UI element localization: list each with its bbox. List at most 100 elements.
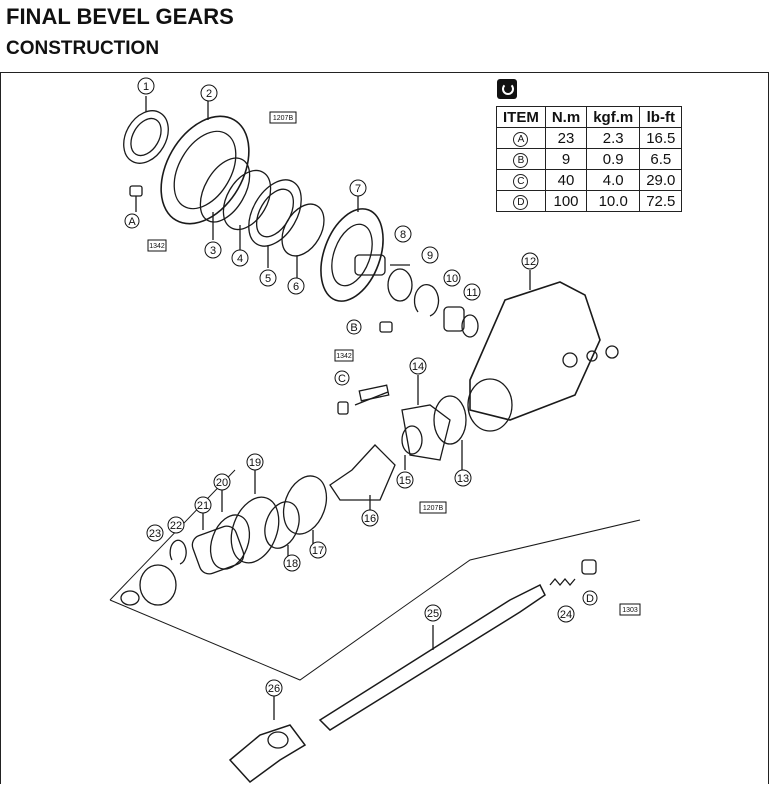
table-row: C 40 4.0 29.0 (496, 169, 683, 191)
svg-text:22: 22 (170, 520, 182, 532)
part-12-gear-case (469, 281, 601, 421)
svg-text:12: 12 (524, 256, 536, 268)
value-kgfm: 10.0 (586, 190, 641, 212)
svg-text:1: 1 (143, 81, 149, 93)
svg-text:C: C (338, 373, 346, 385)
value-nm: 40 (544, 169, 588, 191)
item-letter: A (513, 132, 529, 147)
callout-26: 26 (265, 679, 283, 697)
svg-text:19: 19 (249, 457, 261, 469)
value-lbft: 29.0 (639, 169, 683, 191)
part-18-spacer (264, 501, 300, 549)
part-5-bearing (248, 179, 302, 247)
svg-text:7: 7 (355, 183, 361, 195)
letter-a: A (124, 213, 140, 229)
svg-text:26: 26 (268, 683, 280, 695)
svg-text:1207B: 1207B (423, 505, 444, 512)
header-item: ITEM (496, 106, 546, 128)
plug-d (581, 559, 597, 575)
callout-6: 6 (287, 277, 305, 295)
callout-21: 21 (194, 496, 212, 514)
part-2-retainer (160, 115, 250, 225)
value-lbft: 6.5 (639, 148, 683, 170)
callout-14: 14 (409, 357, 427, 375)
part-19-bearing (230, 496, 280, 564)
tag-1207b-mid: 1207B (419, 501, 447, 514)
washer (120, 590, 140, 606)
part-13-shim (433, 395, 467, 445)
callout-15: 15 (396, 471, 414, 489)
svg-text:3: 3 (210, 245, 216, 257)
svg-text:10: 10 (446, 273, 458, 285)
torque-header-row: ITEM N.m kgf.m lb-ft (496, 106, 683, 128)
svg-text:20: 20 (216, 477, 228, 489)
page-subtitle: CONSTRUCTION (6, 38, 160, 59)
callout-4: 4 (231, 249, 249, 267)
value-nm: 100 (544, 190, 588, 212)
svg-text:6: 6 (293, 281, 299, 293)
value-kgfm: 4.0 (586, 169, 641, 191)
diagram-frame (0, 72, 769, 784)
svg-text:1342: 1342 (149, 243, 165, 250)
svg-text:D: D (586, 593, 594, 605)
part-11-seal (461, 314, 479, 338)
part-10-bearing (443, 306, 465, 332)
part-4-ring (222, 169, 272, 231)
callout-9: 9 (421, 246, 439, 264)
callout-16: 16 (361, 509, 379, 527)
svg-text:23: 23 (149, 528, 161, 540)
header-nm: N.m (544, 106, 588, 128)
table-row: A 23 2.3 16.5 (496, 127, 683, 149)
svg-text:A: A (128, 216, 136, 228)
part-17-bearing (282, 475, 328, 535)
svg-text:1303: 1303 (622, 607, 638, 614)
part-15-bearing (401, 425, 423, 455)
callout-17: 17 (309, 541, 327, 559)
item-letter: D (513, 195, 529, 210)
value-kgfm: 2.3 (586, 127, 641, 149)
svg-text:24: 24 (560, 609, 572, 621)
part-6-shim (281, 203, 325, 257)
item-letter: C (513, 174, 529, 189)
callout-18: 18 (283, 554, 301, 572)
callout-8: 8 (394, 225, 412, 243)
svg-text:1207B: 1207B (273, 115, 294, 122)
callout-2: 2 (200, 84, 218, 102)
part-24-spring (549, 577, 576, 587)
letter-d: D (582, 590, 598, 606)
wrench-icon (497, 79, 517, 99)
stud-c (337, 401, 349, 415)
part-7-ring-gear (320, 208, 384, 302)
boundary-left (109, 469, 236, 601)
callout-19: 19 (246, 453, 264, 471)
svg-text:18: 18 (286, 558, 298, 570)
table-row: D 100 10.0 72.5 (496, 190, 683, 212)
tag-1207b-top: 1207B (269, 111, 297, 124)
part-20-ring (209, 514, 251, 570)
callout-11: 11 (463, 283, 481, 301)
svg-text:8: 8 (400, 229, 406, 241)
svg-text:2: 2 (206, 88, 212, 100)
callout-10: 10 (443, 269, 461, 287)
callout-7: 7 (349, 179, 367, 197)
tag-1342-b: 1342 (334, 349, 354, 362)
callout-5: 5 (259, 269, 277, 287)
torque-table: ITEM N.m kgf.m lb-ft A 23 2.3 16.5 B 9 0… (496, 106, 683, 212)
part-22-circlip (169, 539, 187, 565)
callout-1: 1 (137, 77, 155, 95)
callout-13: 13 (454, 469, 472, 487)
bolt-a (129, 185, 143, 197)
svg-text:17: 17 (312, 545, 324, 557)
part-26-universal-joint (228, 724, 307, 784)
callout-3: 3 (204, 241, 222, 259)
part-16-pinion (329, 444, 396, 501)
svg-text:5: 5 (265, 273, 271, 285)
value-nm: 23 (544, 127, 588, 149)
letter-c: C (334, 370, 350, 386)
callout-23: 23 (146, 524, 164, 542)
letter-b: B (346, 319, 362, 335)
value-lbft: 72.5 (639, 190, 683, 212)
svg-text:9: 9 (427, 250, 433, 262)
part-8-shim (387, 268, 413, 302)
assembly-boundary (109, 519, 641, 681)
